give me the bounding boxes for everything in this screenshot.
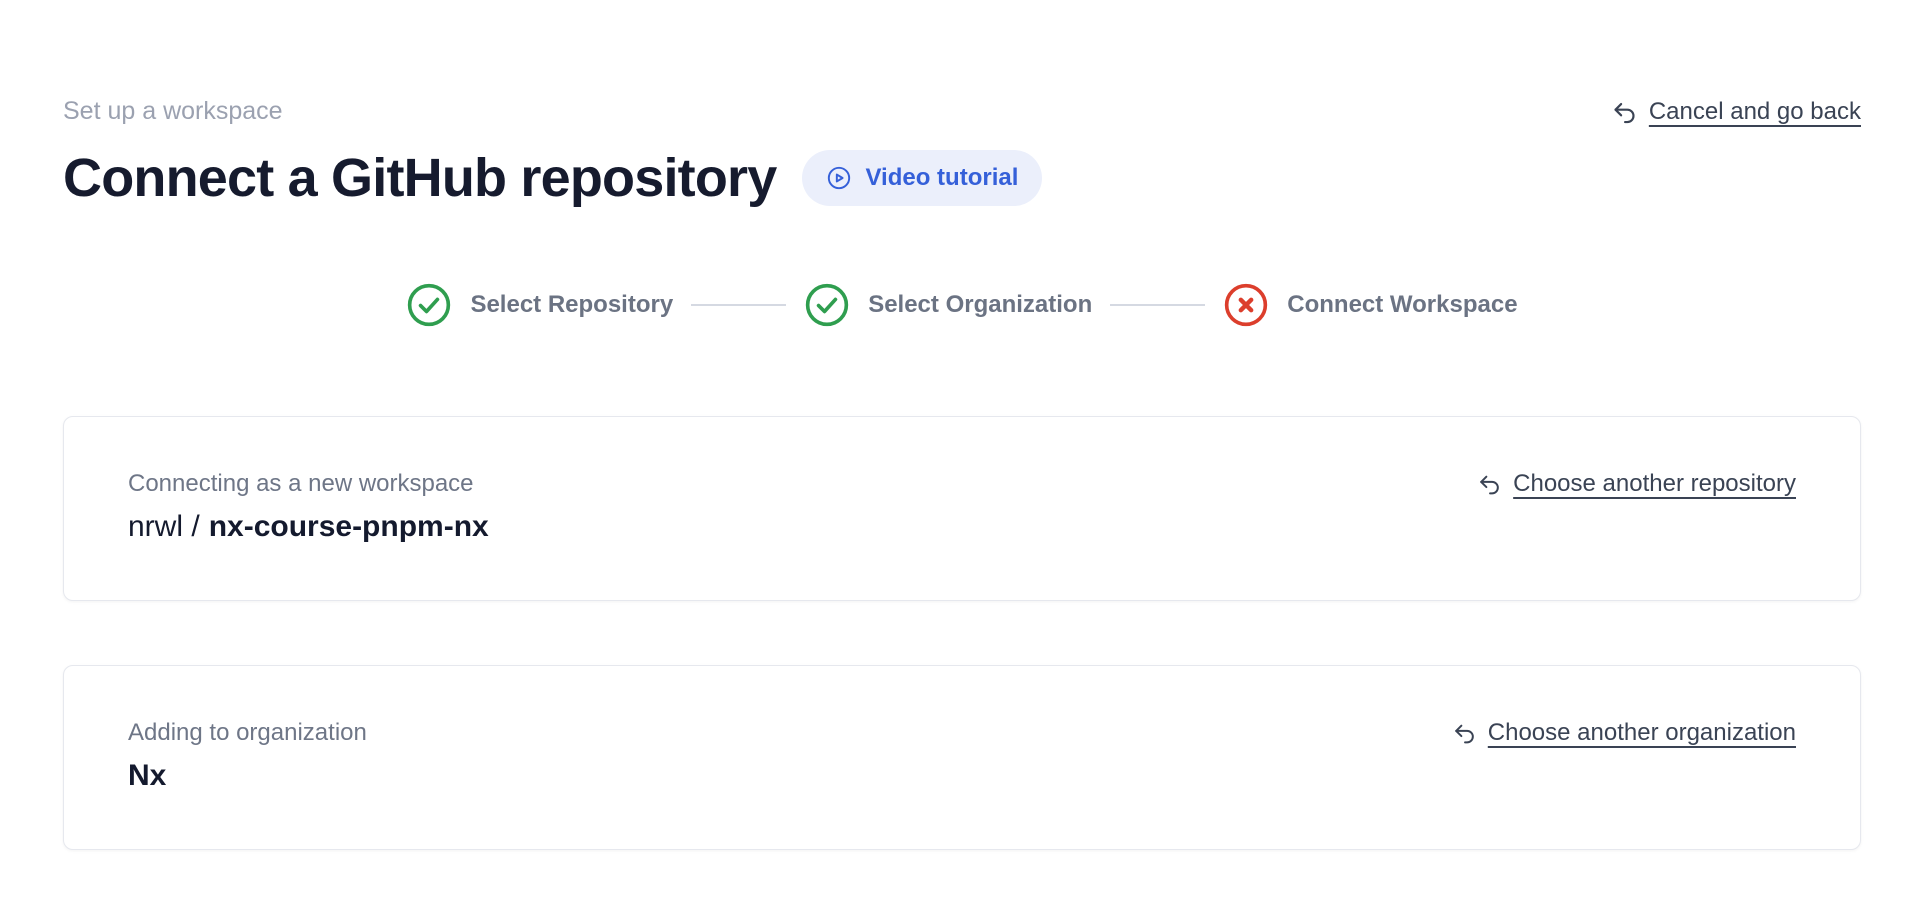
choose-another-organization-link[interactable]: Choose another organization (1452, 719, 1796, 747)
video-tutorial-button[interactable]: Video tutorial (802, 150, 1043, 206)
choose-another-repository-link[interactable]: Choose another repository (1477, 470, 1796, 498)
step-select-repository: Select Repository (406, 282, 673, 328)
check-circle-icon (804, 282, 850, 328)
organization-card: Adding to organization Nx Choose another… (63, 665, 1861, 850)
organization-card-info: Adding to organization Nx (128, 718, 367, 795)
cancel-and-go-back-link[interactable]: Cancel and go back (1611, 98, 1861, 126)
undo-arrow-icon (1611, 99, 1638, 126)
check-circle-icon (406, 282, 452, 328)
organization-name: Nx (128, 759, 167, 792)
step-label: Connect Workspace (1287, 291, 1518, 318)
x-circle-icon (1223, 282, 1269, 328)
video-tutorial-label: Video tutorial (865, 164, 1019, 191)
cancel-link-label: Cancel and go back (1648, 98, 1861, 125)
setup-stepper: Select Repository Select Organization Co… (63, 282, 1861, 328)
step-select-organization: Select Organization (804, 282, 1092, 328)
repository-card-label: Connecting as a new workspace (128, 470, 474, 497)
step-label: Select Repository (470, 291, 674, 318)
header-left: Set up a workspace Connect a GitHub repo… (63, 96, 1043, 208)
organization-card-label: Adding to organization (128, 719, 367, 746)
choose-another-repository-label: Choose another repository (1513, 470, 1796, 497)
choose-another-organization-label: Choose another organization (1487, 719, 1796, 746)
repository-card-info: Connecting as a new workspace nrwl /nx-c… (128, 469, 489, 546)
step-connect-workspace: Connect Workspace (1223, 282, 1518, 328)
heading-row: Connect a GitHub repository Video tutori… (63, 148, 1043, 208)
undo-arrow-icon (1477, 472, 1502, 497)
stepper-connector (1110, 304, 1206, 306)
play-circle-icon (826, 165, 852, 191)
page-title: Connect a GitHub repository (63, 148, 777, 208)
page-header: Set up a workspace Connect a GitHub repo… (63, 0, 1861, 208)
stepper-connector (691, 304, 787, 306)
repository-card: Connecting as a new workspace nrwl /nx-c… (63, 416, 1861, 601)
eyebrow-label: Set up a workspace (63, 97, 283, 125)
repository-repo-name: nx-course-pnpm-nx (208, 510, 489, 543)
step-label: Select Organization (868, 291, 1093, 318)
repository-name: nrwl /nx-course-pnpm-nx (128, 508, 489, 546)
undo-arrow-icon (1452, 721, 1477, 746)
repository-owner: nrwl / (128, 510, 200, 543)
